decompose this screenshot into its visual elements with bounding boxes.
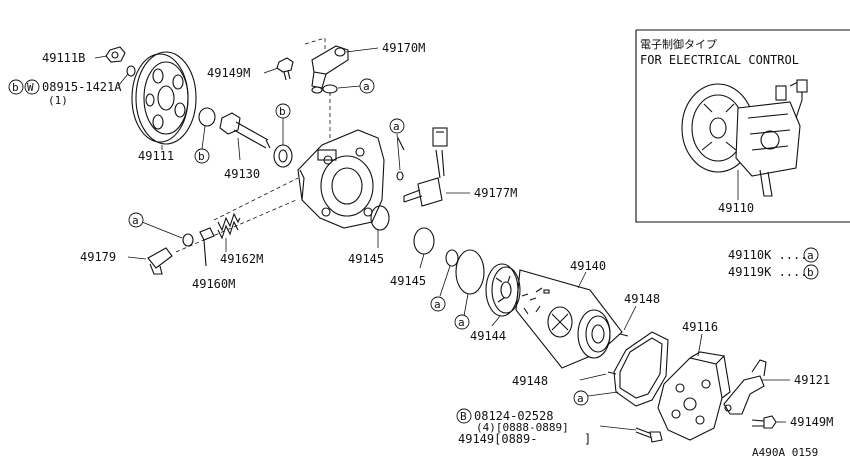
legend-mark-a: a xyxy=(807,249,814,262)
part-08124-bolt xyxy=(599,425,663,443)
mark-B-08124: B xyxy=(460,410,467,423)
part-gasket xyxy=(587,331,669,407)
label-49149-bottom: 49149[0889- xyxy=(458,432,537,446)
callout-a1: a xyxy=(363,80,370,93)
callout-a4: a xyxy=(434,298,441,311)
inset-title-jp: 電子制御タイプ xyxy=(640,37,717,51)
callout-b1: b xyxy=(198,150,205,163)
part-oring-fitting xyxy=(322,84,361,94)
part-49177M-solenoid xyxy=(396,127,470,207)
label-49162M: 49162M xyxy=(220,252,263,266)
callout-a2: a xyxy=(393,120,400,133)
label-49130: 49130 xyxy=(224,167,260,181)
callout-b2: b xyxy=(279,105,286,118)
part-49170M-connector xyxy=(304,37,379,94)
inset-title-en: FOR ELECTRICAL CONTROL xyxy=(640,53,799,67)
label-49110: 49110 xyxy=(718,201,754,215)
kit-legend: 49110K ..... a 49119K ..... b xyxy=(728,247,819,280)
part-49149M-bolt-top xyxy=(263,57,294,81)
part-49130-shaft xyxy=(198,107,271,161)
part-49160M-valve xyxy=(199,227,215,267)
mark-b-08915: b xyxy=(12,81,19,94)
label-49116: 49116 xyxy=(682,320,718,334)
label-49145-b: 49145 xyxy=(390,274,426,288)
part-49148-pin-top xyxy=(619,305,637,337)
label-08915-qty: (1) xyxy=(48,94,68,107)
part-49111B-nut xyxy=(94,46,126,63)
inset-panel: 電子制御タイプ FOR ELECTRICAL CONTROL 49110 xyxy=(635,29,850,223)
part-49144-plate xyxy=(485,263,521,327)
inset-pump-drawing xyxy=(681,79,808,200)
label-49111B: 49111B xyxy=(42,51,85,65)
label-49148-b: 49148 xyxy=(512,374,548,388)
part-08915-washer xyxy=(117,65,136,87)
part-49121-bracket xyxy=(723,359,790,415)
callout-a6: a xyxy=(577,392,584,405)
label-49149M-top: 49149M xyxy=(207,66,250,80)
label-49177M: 49177M xyxy=(474,186,517,200)
part-shaft-seal xyxy=(273,118,293,168)
label-49170M: 49170M xyxy=(382,41,425,55)
label-49179: 49179 xyxy=(80,250,116,264)
label-08124-qty: (4)[0888-0889] xyxy=(476,421,569,434)
label-08124-02528: 08124-02528 xyxy=(474,409,553,423)
part-49149M-bolt-right xyxy=(751,415,786,429)
part-seal-ring-large xyxy=(439,249,485,317)
label-49144: 49144 xyxy=(470,329,506,343)
label-49140: 49140 xyxy=(570,259,606,273)
label-49149M-right: 49149M xyxy=(790,415,833,429)
diagram-ref-code: A490A 0159 xyxy=(752,446,818,459)
legend-49110K: 49110K ..... xyxy=(728,248,815,262)
label-49148-a: 49148 xyxy=(624,292,660,306)
callout-a3: a xyxy=(132,214,139,227)
label-49121: 49121 xyxy=(794,373,830,387)
part-small-oring xyxy=(141,221,194,247)
part-49116-rear-cover xyxy=(657,333,731,441)
label-49145-a: 49145 xyxy=(348,252,384,266)
legend-mark-b: b xyxy=(807,266,814,279)
part-49179-plug xyxy=(127,247,173,275)
part-49140-cartridge-kit xyxy=(515,269,623,369)
legend-49119K: 49119K ..... xyxy=(728,265,815,279)
label-49149-bracket: ] xyxy=(584,432,591,446)
part-49145-oring-1 xyxy=(370,205,390,248)
part-49148-pin-bottom xyxy=(579,371,617,381)
label-08915-1421A: 08915-1421A xyxy=(42,80,122,94)
callout-a5: a xyxy=(458,316,465,329)
label-49160M: 49160M xyxy=(192,277,235,291)
part-49111-pulley xyxy=(131,51,197,150)
label-49111: 49111 xyxy=(138,149,174,163)
part-49145-oring-2 xyxy=(413,227,435,269)
part-49162M-spring xyxy=(217,212,241,252)
mark-w-08915: W xyxy=(27,81,34,94)
